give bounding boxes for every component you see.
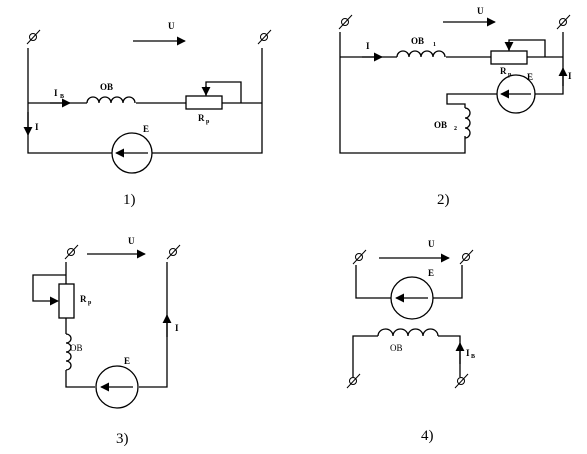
diagram-number-3: 3) bbox=[116, 431, 129, 447]
terminal-left bbox=[26, 29, 41, 45]
voltage-arrow: U bbox=[133, 21, 186, 46]
armature-emf-source: E bbox=[95, 356, 139, 409]
line-current-label: I bbox=[175, 323, 179, 333]
rheostat: R р bbox=[32, 274, 92, 319]
diagram-1: U I В I ОВ R р bbox=[23, 21, 272, 208]
voltage-label: U bbox=[477, 6, 484, 16]
terminal-left bbox=[338, 14, 353, 30]
terminal-bottom-left bbox=[346, 373, 361, 389]
terminal-right bbox=[166, 244, 181, 260]
field-current-subscript: В bbox=[471, 354, 475, 360]
voltage-arrow: U bbox=[443, 6, 496, 27]
line-current-label: I bbox=[366, 41, 370, 51]
circuit-wires bbox=[339, 32, 564, 154]
rheostat-subscript: р bbox=[88, 300, 92, 306]
emf-label: E bbox=[124, 356, 130, 366]
field-circuit: ОВ bbox=[352, 328, 461, 377]
field-current-label: I bbox=[54, 88, 58, 98]
terminal-top-right bbox=[459, 249, 474, 265]
rheostat-subscript: р bbox=[206, 119, 210, 125]
voltage-arrow: U bbox=[379, 239, 450, 263]
shunt-field-winding: ОВ 2 bbox=[434, 107, 471, 139]
winding-label: ОВ bbox=[100, 82, 113, 92]
diagram-number-2: 2) bbox=[437, 192, 450, 208]
line-current-label: I bbox=[35, 122, 39, 132]
winding-label: ОВ bbox=[390, 343, 403, 353]
rheostat-subscript: р bbox=[508, 72, 512, 78]
armature-emf-source: E bbox=[111, 124, 153, 174]
field-winding: ОВ bbox=[86, 82, 136, 104]
field-current-label: I bbox=[466, 348, 470, 358]
rheostat-label: R bbox=[500, 66, 507, 76]
voltage-label: U bbox=[168, 21, 175, 31]
field-current-arrow: I В bbox=[50, 88, 71, 108]
diagram-3: U R р ОВ E I 3) bbox=[32, 236, 181, 447]
rheostat-label: R bbox=[80, 294, 87, 304]
line-current-arrow: I bbox=[362, 41, 383, 62]
voltage-label: U bbox=[128, 236, 135, 246]
series-winding-label: ОВ bbox=[411, 36, 424, 46]
rheostat: R р bbox=[185, 81, 242, 125]
armature-emf-source: E bbox=[496, 72, 536, 114]
shunt-winding-label: ОВ bbox=[434, 120, 447, 130]
rheostat-label: R bbox=[198, 113, 205, 123]
diagram-4: U E ОВ I В 4) bbox=[346, 239, 475, 444]
field-winding: ОВ bbox=[65, 333, 83, 371]
emf-label: E bbox=[527, 72, 533, 82]
emf-label: E bbox=[428, 268, 434, 278]
armature-emf-source: E bbox=[390, 268, 434, 320]
rheostat: R р bbox=[490, 39, 546, 78]
line-current-arrow: I bbox=[162, 314, 179, 337]
diagram-number-1: 1) bbox=[123, 192, 136, 208]
terminal-right bbox=[556, 14, 571, 30]
terminal-bottom-right bbox=[454, 373, 469, 389]
diagram-number-4: 4) bbox=[421, 428, 434, 444]
armature-wires bbox=[355, 265, 463, 299]
line-current-arrow: I bbox=[23, 112, 39, 136]
series-field-winding: ОВ 1 bbox=[396, 36, 446, 58]
field-winding bbox=[377, 328, 439, 337]
field-current-arrow: I В bbox=[455, 342, 475, 364]
terminal-top-left bbox=[352, 249, 367, 265]
terminal-left bbox=[64, 244, 79, 260]
diagram-2: U I ОВ 1 R р E bbox=[338, 6, 572, 208]
voltage-arrow: U bbox=[87, 236, 146, 259]
shunt-winding-subscript: 2 bbox=[454, 126, 457, 132]
winding-label: ОВ bbox=[70, 343, 83, 353]
armature-current-label: I bbox=[568, 71, 572, 81]
emf-label: E bbox=[143, 124, 149, 134]
circuit-wires bbox=[65, 262, 168, 388]
field-current-subscript: В bbox=[60, 94, 64, 100]
voltage-label: U bbox=[428, 239, 435, 249]
armature-current-arrow: I bbox=[558, 67, 572, 86]
terminal-right bbox=[257, 29, 272, 45]
series-winding-subscript: 1 bbox=[433, 42, 436, 48]
